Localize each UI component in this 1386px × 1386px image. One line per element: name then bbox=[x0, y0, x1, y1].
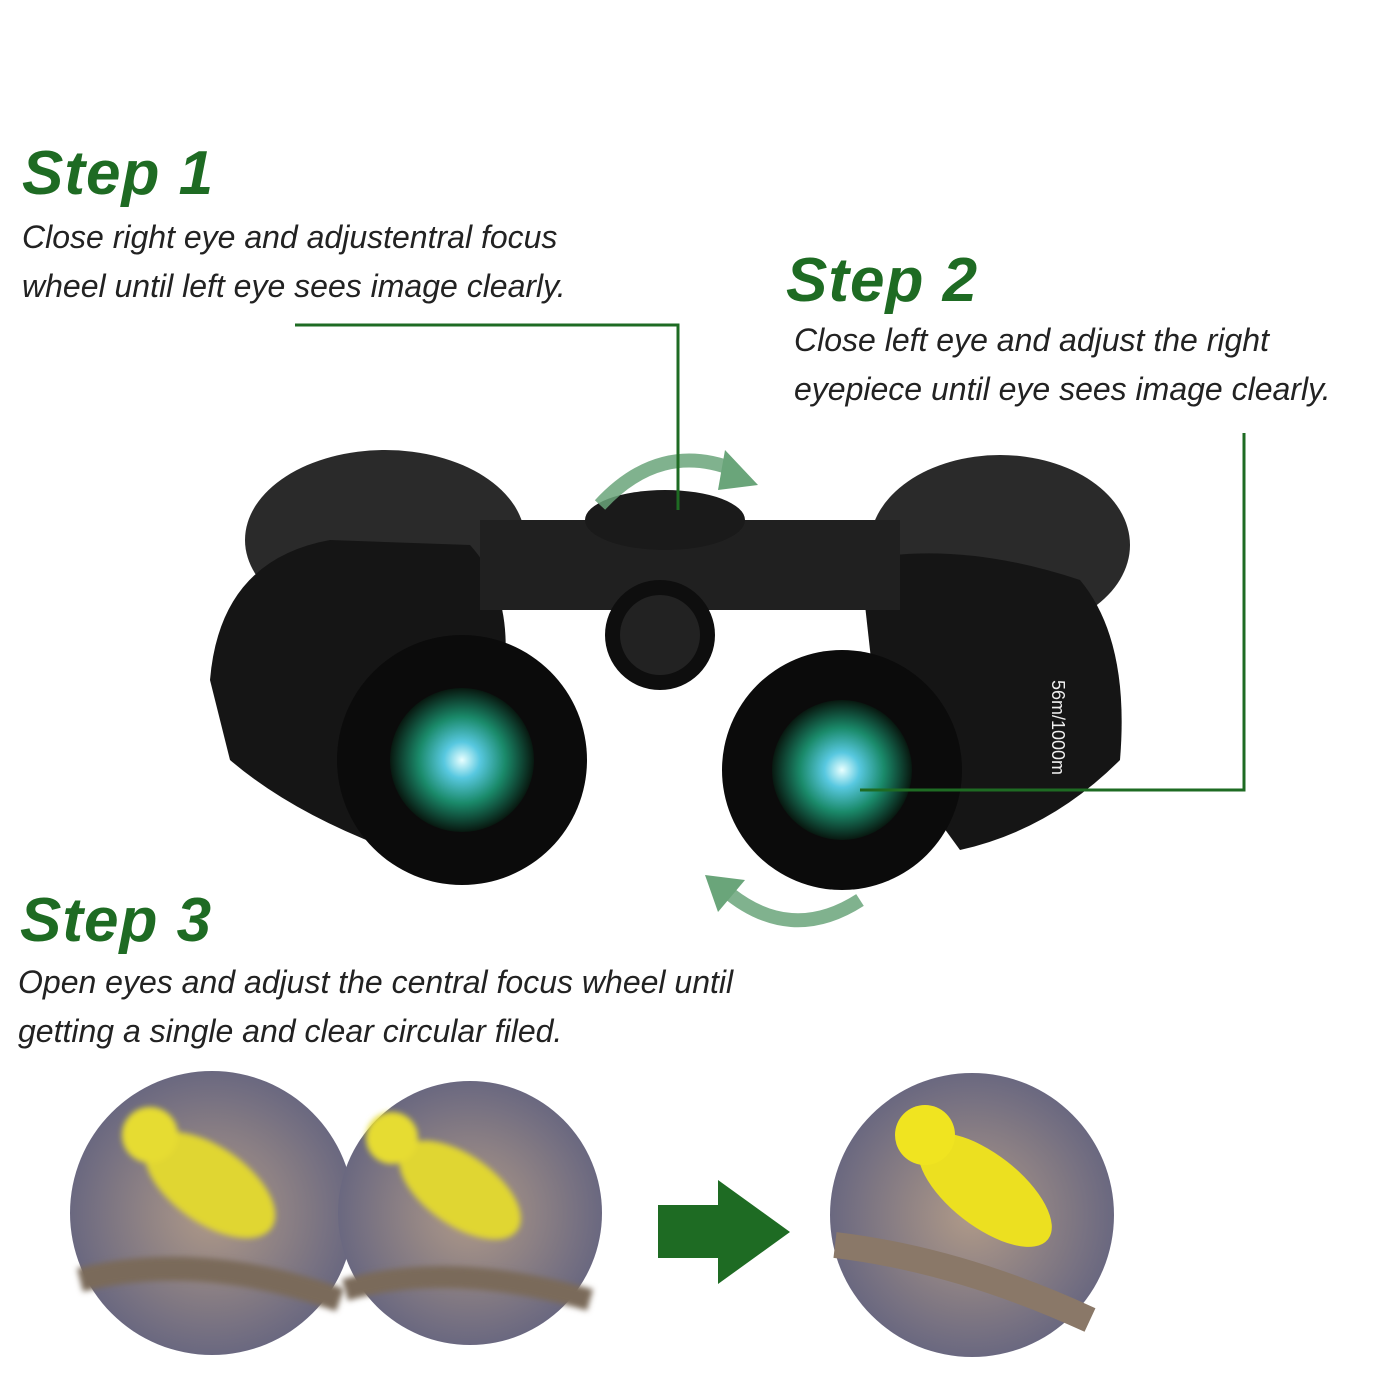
blurry-view-right bbox=[338, 1081, 602, 1345]
clear-view bbox=[830, 1073, 1114, 1357]
step-3-line-2: getting a single and clear circular file… bbox=[18, 1013, 563, 1049]
rotate-arrow-head bbox=[718, 450, 758, 490]
step-2-line-2: eyepiece until eye sees image clearly. bbox=[794, 371, 1331, 407]
step-3-line-1: Open eyes and adjust the central focus w… bbox=[18, 964, 734, 1000]
step-2-line-1: Close left eye and adjust the right bbox=[794, 322, 1269, 358]
step-3-text: Open eyes and adjust the central focus w… bbox=[18, 958, 733, 1056]
blurry-view-left bbox=[70, 1071, 354, 1355]
binocular-label: 56m/1000m bbox=[1048, 680, 1068, 775]
step-3-title: Step 3 bbox=[20, 886, 213, 955]
arrow-right-icon bbox=[658, 1180, 790, 1284]
step-1-text: Close right eye and adjustentral focus w… bbox=[22, 213, 566, 311]
rotate-arrow-icon bbox=[594, 453, 738, 510]
rotate-arrow-head bbox=[705, 875, 745, 912]
step-1-title: Step 1 bbox=[22, 139, 215, 208]
step-2-title: Step 2 bbox=[786, 246, 979, 315]
binoculars-body bbox=[210, 450, 1130, 890]
step-2-leader-line bbox=[860, 433, 1246, 792]
step-1-line-2: wheel until left eye sees image clearly. bbox=[22, 268, 566, 304]
step-1-line-1: Close right eye and adjustentral focus bbox=[22, 219, 558, 255]
rotate-arrow-icon bbox=[720, 884, 864, 928]
step-1-leader-line bbox=[295, 323, 680, 510]
step-2-text: Close left eye and adjust the right eyep… bbox=[794, 316, 1331, 414]
